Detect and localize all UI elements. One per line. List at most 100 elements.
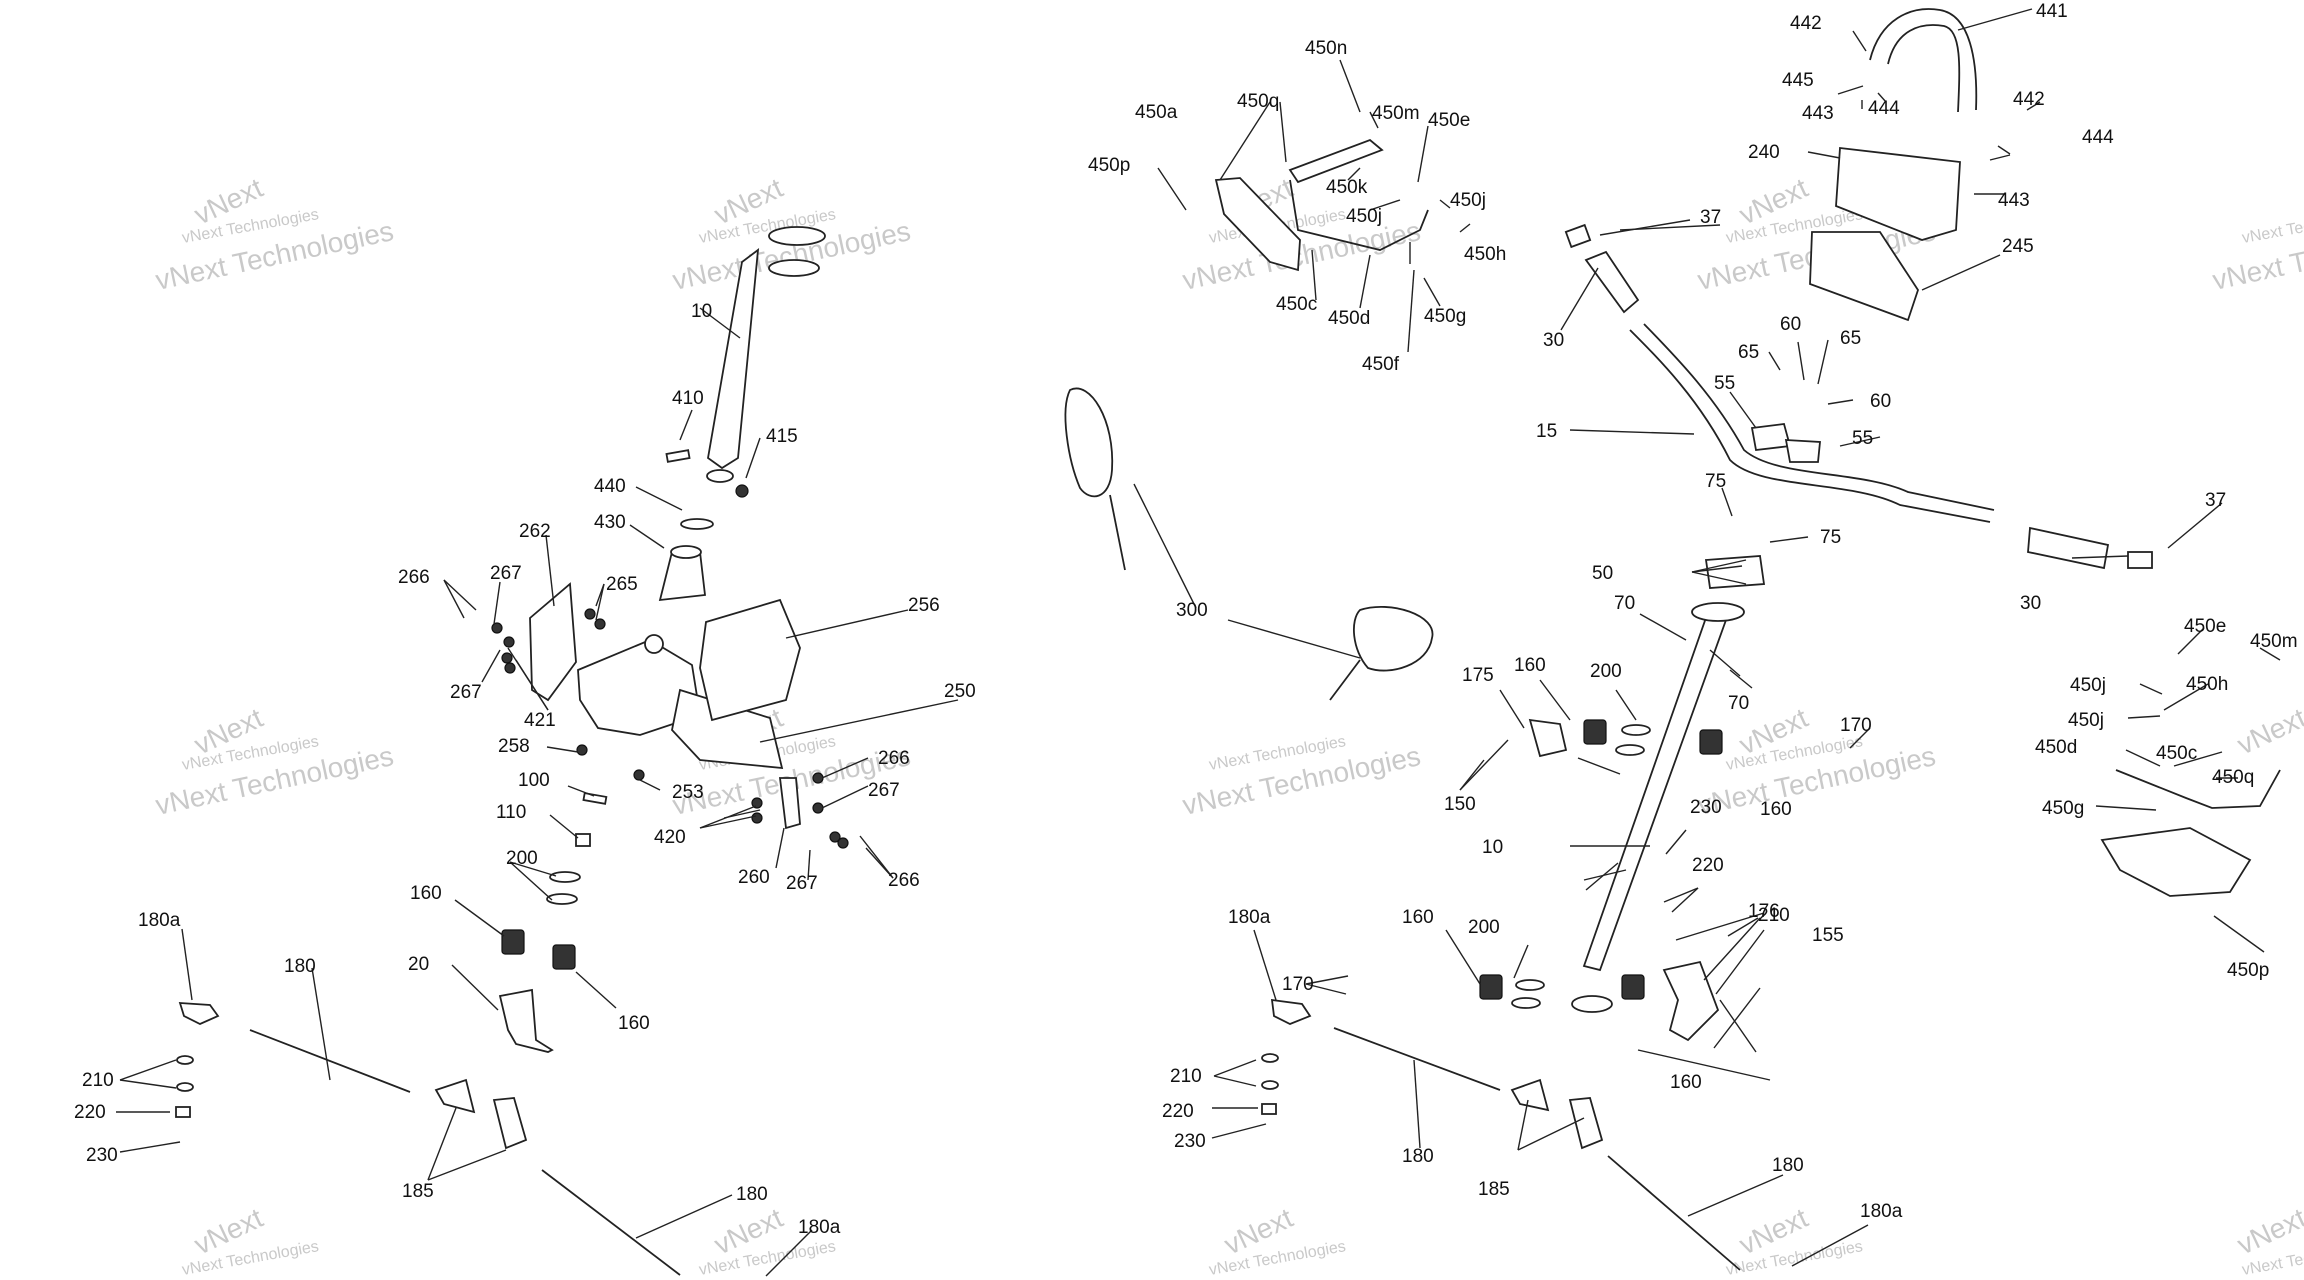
column-flange-shape	[1691, 602, 1745, 622]
mirror-stem-shape	[1329, 659, 1361, 701]
callout-label: 267	[786, 873, 818, 894]
callout-label: 441	[2036, 1, 2068, 22]
callout-label: 65	[1840, 328, 1861, 349]
callout-label: 170	[1282, 974, 1314, 995]
callout-label: 160	[1514, 655, 1546, 676]
callout-label: 443	[1998, 190, 2030, 211]
callout-label: 430	[594, 512, 626, 533]
handguard-shape	[2100, 827, 2252, 897]
callout-label: 410	[672, 388, 704, 409]
callout-label: 420	[654, 827, 686, 848]
boot-shape	[658, 551, 706, 602]
bushing-shape	[1621, 974, 1645, 1000]
callout-label: 60	[1780, 314, 1801, 335]
callout-label: 15	[1536, 421, 1557, 442]
callout-label: 262	[519, 521, 551, 542]
pad-shape	[1809, 231, 1919, 322]
callout-label: 220	[74, 1102, 106, 1123]
callout-label: 267	[450, 682, 482, 703]
leader-lines	[116, 8, 2281, 1277]
callout-label: 180a	[138, 910, 181, 931]
callout-label: 450k	[1326, 177, 1368, 198]
bracket-shape	[1662, 960, 1720, 1042]
grip-shape	[2027, 526, 2110, 570]
mirror-stem-shape	[1109, 494, 1126, 571]
o-ring-shape	[1515, 979, 1545, 991]
callout-label: 442	[2013, 89, 2045, 110]
callout-label: 450q	[1237, 91, 1279, 112]
grip-shape	[1584, 250, 1640, 314]
callout-label: 444	[1868, 98, 1900, 119]
nut-shape	[812, 802, 824, 814]
bracket-shape	[1528, 718, 1568, 758]
eps-shaft-shape	[644, 634, 664, 654]
nut-shape	[584, 608, 596, 620]
callout-label: 20	[408, 954, 429, 975]
nut-shape	[1261, 1103, 1277, 1115]
clamp-shape	[1784, 439, 1821, 463]
tie-rod-end-shape	[178, 1002, 220, 1025]
callout-label: 160	[1402, 907, 1434, 928]
callout-label: 110	[496, 802, 526, 823]
callout-label: 450j	[2070, 675, 2106, 696]
callout-label: 450f	[1362, 354, 1400, 375]
callout-label: 266	[398, 567, 430, 588]
handlebar-shape	[1643, 323, 1995, 511]
nut-shape	[751, 812, 763, 824]
handguard-shape	[1214, 177, 1301, 272]
tie-rod-shape	[249, 1029, 411, 1093]
bushing-shape	[1583, 719, 1607, 745]
bushing-shape	[1699, 729, 1723, 755]
pad-shape	[1835, 146, 1961, 241]
callout-label: 180a	[1860, 1201, 1903, 1222]
callout-label: 180	[1402, 1146, 1434, 1167]
callout-label: 170	[1840, 715, 1872, 736]
callout-label: 180	[736, 1184, 768, 1205]
washer-shape	[176, 1055, 194, 1065]
nut-shape	[837, 837, 849, 849]
washer-shape	[1261, 1080, 1279, 1090]
clamp-shape	[1750, 423, 1792, 451]
callout-label: 75	[1705, 471, 1726, 492]
tie-rod-shape	[1333, 1027, 1501, 1091]
watermark-text: vNext	[2232, 1202, 2304, 1260]
o-ring-shape	[1621, 724, 1651, 736]
callout-label: 450j	[1346, 206, 1382, 227]
bar-end-shape	[2127, 551, 2153, 569]
watermark-text: vNext	[2232, 702, 2304, 760]
mirror-shape	[1353, 606, 1434, 672]
o-ring-shape	[1615, 744, 1645, 756]
callout-label: 240	[1748, 142, 1780, 163]
callout-label: 267	[868, 780, 900, 801]
callout-label: 250	[944, 681, 976, 702]
o-ring-shape	[546, 893, 578, 905]
handlebar-shape	[1629, 329, 1991, 523]
bushing-shape	[552, 944, 576, 970]
column-collar-shape	[1571, 995, 1613, 1013]
motor-shape	[671, 688, 784, 770]
clamp-shape	[1704, 555, 1766, 589]
nut-shape	[576, 744, 588, 756]
callout-label: 258	[498, 736, 530, 757]
callout-label: 200	[1590, 661, 1622, 682]
callout-label: 160	[410, 883, 442, 904]
callout-label: 10	[691, 301, 712, 322]
nut-shape	[594, 618, 606, 630]
callout-label: 37	[2205, 490, 2226, 511]
nut-shape	[491, 622, 503, 634]
callout-label: 100	[518, 770, 550, 791]
callout-label: 260	[738, 867, 770, 888]
callout-label: 450p	[2227, 960, 2269, 981]
nut-shape	[812, 772, 824, 784]
washer-shape	[176, 1082, 194, 1092]
handguard-bracket-shape	[1288, 138, 1384, 184]
callout-label: 230	[1690, 797, 1722, 818]
brace-shape	[1887, 24, 1961, 113]
bracket-shape	[778, 777, 801, 830]
callout-label: 253	[672, 782, 704, 803]
nut-shape	[735, 484, 749, 498]
callout-label: 450d	[2035, 737, 2077, 758]
o-ring-shape	[1511, 997, 1541, 1009]
tie-rod-end-shape	[1270, 998, 1312, 1025]
column-collar-shape	[706, 469, 734, 483]
